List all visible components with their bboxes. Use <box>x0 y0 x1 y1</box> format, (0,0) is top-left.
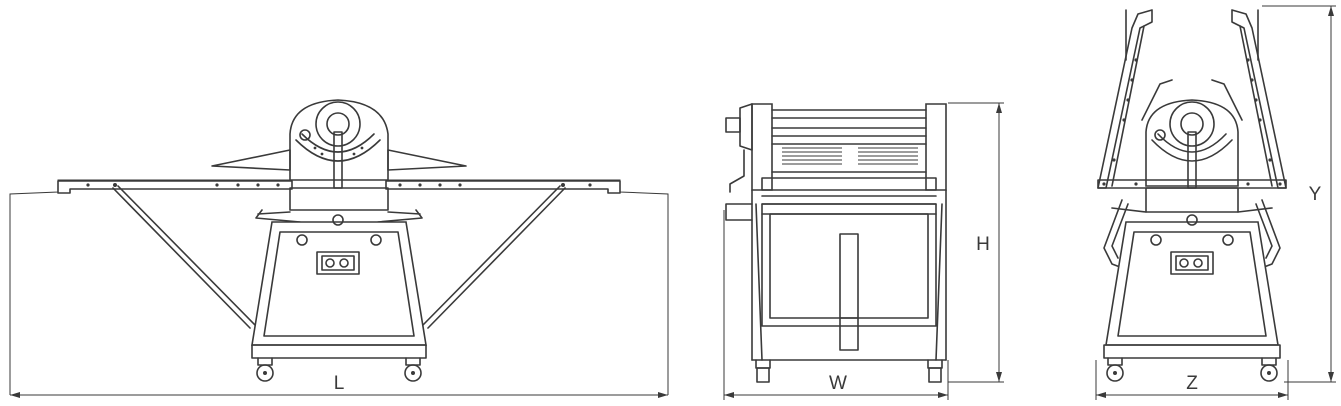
side-view: W H <box>723 102 1004 400</box>
dimension-Y-label: Y <box>1309 184 1322 205</box>
front-base-cabinet <box>251 214 427 359</box>
dimension-W: W <box>723 210 949 400</box>
dimension-L: L <box>10 373 668 398</box>
front-machine-head <box>211 99 467 211</box>
folded-left-table <box>1097 9 1153 189</box>
front-left-table <box>57 180 293 194</box>
dimension-H: H <box>948 102 1004 383</box>
dimension-H-label: H <box>976 234 990 255</box>
dimension-L-label: L <box>334 373 345 394</box>
side-vent-right <box>858 147 918 165</box>
dimension-W-label: W <box>829 373 847 394</box>
front-control-panel <box>316 251 360 275</box>
folded-control-panel <box>1170 251 1214 275</box>
side-vent-left <box>782 147 842 165</box>
folded-right-table <box>1231 9 1287 189</box>
folded-casters <box>1106 357 1278 382</box>
side-roller-housing <box>725 103 947 197</box>
dimension-Z: Z <box>1095 360 1289 400</box>
front-view-extended: L <box>9 99 669 398</box>
folded-machine-head <box>1097 79 1287 189</box>
side-casters <box>755 359 943 383</box>
dimension-Z-label: Z <box>1186 373 1198 394</box>
folded-view: Z Y <box>1095 5 1336 400</box>
front-casters <box>256 357 422 382</box>
front-right-table <box>385 180 621 194</box>
folded-base-cabinet <box>1103 187 1281 359</box>
dimension-Y: Y <box>1262 5 1336 383</box>
side-lower-frame <box>725 189 947 361</box>
